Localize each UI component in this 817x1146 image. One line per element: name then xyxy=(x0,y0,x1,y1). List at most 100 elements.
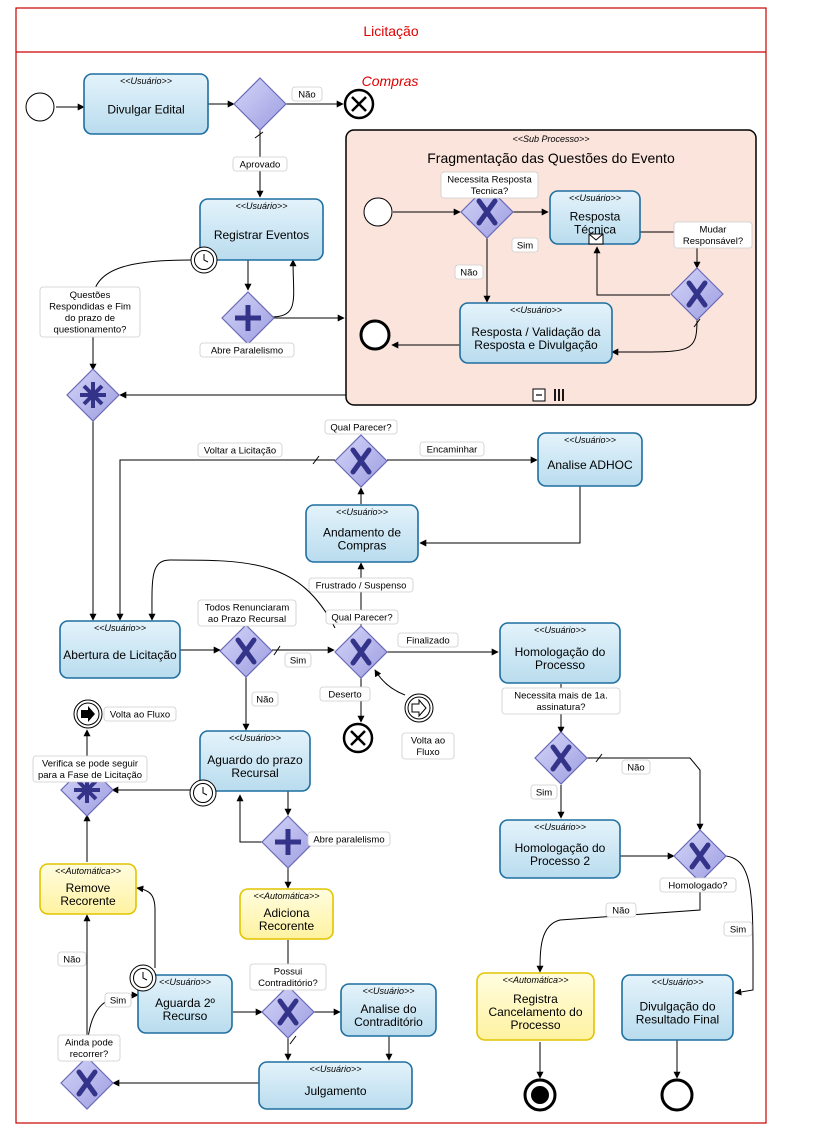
gateway-exclusive-parecer-top[interactable] xyxy=(334,434,388,488)
end-event-cancel-mid[interactable] xyxy=(342,722,374,754)
task-registrar-eventos[interactable]: <<Usuário>>Registrar Eventos xyxy=(199,198,324,261)
start-event-main[interactable] xyxy=(25,92,55,122)
link-event-volta-fluxo-mid[interactable] xyxy=(404,693,434,723)
end-event-terminate[interactable] xyxy=(523,1078,557,1112)
task-label: Aguarda 2º xyxy=(155,996,215,1010)
task-stereotype: <<Usuário>> xyxy=(534,822,586,832)
gateway-exclusive-edital[interactable] xyxy=(233,77,287,131)
flow-label-text: do prazo de xyxy=(65,313,115,324)
task-label: Processo xyxy=(535,658,585,672)
flow-label-text: Contraditório? xyxy=(258,978,318,989)
flow-label-text: Aprovado xyxy=(240,159,281,170)
task-stereotype: <<Usuário>> xyxy=(235,201,287,211)
flow-label-text: Possui xyxy=(274,967,303,978)
task-label: Adiciona xyxy=(263,906,309,920)
flow-label-text: Deserto xyxy=(328,689,361,700)
pool-title: Licitação xyxy=(363,23,418,39)
start-event-subprocess[interactable] xyxy=(363,197,393,227)
gateway-exclusive-homologado[interactable] xyxy=(673,829,727,883)
flow-label-nao-mid: Não xyxy=(251,691,279,707)
end-event-subprocess[interactable] xyxy=(359,319,391,351)
flow-label-text: para a Fase de Licitação xyxy=(38,770,142,781)
flow-label-text: Sim xyxy=(536,787,552,798)
task-stereotype: <<Usuário>> xyxy=(159,977,211,987)
flow-label-text: Volta ao Fluxo xyxy=(110,709,170,720)
gateway-exclusive-recorrer[interactable] xyxy=(60,1056,114,1110)
task-label: Recurso xyxy=(163,1009,208,1023)
gateway-exclusive-renunciaram[interactable] xyxy=(219,624,273,678)
task-stereotype: <<Usuário>> xyxy=(510,305,562,315)
flow-label-sim-right: Sim xyxy=(530,784,558,800)
flow-label-text: questionamento? xyxy=(54,325,127,336)
flow-label-text: recorrer? xyxy=(70,1049,109,1060)
task-analise-adhoc[interactable]: <<Usuário>>Analise ADHOC xyxy=(537,432,643,487)
gateway-exclusive-necessita[interactable] xyxy=(460,185,514,239)
timer-boundary-aguarda2[interactable] xyxy=(129,964,157,992)
flow-label-qual-parecer-mid: Qual Parecer? xyxy=(325,609,399,625)
gateway-exclusive-assinatura[interactable] xyxy=(534,731,588,785)
task-stereotype: <<Usuário>> xyxy=(120,76,172,86)
task-label: Processo 2 xyxy=(530,854,590,868)
flow-label-nao: Não xyxy=(454,264,484,280)
task-label: Homologação do xyxy=(515,645,606,659)
task-label: Recorente xyxy=(259,919,315,933)
task-divulgar-edital[interactable]: <<Usuário>>Divulgar Edital xyxy=(83,73,209,135)
flow-label-aprovado: Aprovado xyxy=(232,156,288,172)
end-event-final[interactable] xyxy=(660,1078,694,1112)
flow-label-deserto: Deserto xyxy=(319,686,371,702)
flow-label-text: Não xyxy=(627,762,644,773)
task-label: Resposta / Validação da xyxy=(471,325,601,339)
flow-label-text: Verifica se pode seguir xyxy=(42,759,138,770)
gateway-exclusive-contraditorio[interactable] xyxy=(261,985,315,1039)
task-stereotype: <<Usuário>> xyxy=(336,507,388,517)
flow-label-qual-parecer-top: Qual Parecer? xyxy=(324,419,398,435)
timer-boundary-aguardo[interactable] xyxy=(189,779,217,807)
timer-boundary-registrar[interactable] xyxy=(190,246,218,274)
flow-label-text: Ainda pode xyxy=(65,1038,113,1049)
task-stereotype: <<Usuário>> xyxy=(94,623,146,633)
task-label: Cancelamento do xyxy=(488,1005,582,1019)
subprocess-fragmentacao[interactable]: <<Sub Processo>> Fragmentação das Questõ… xyxy=(345,129,757,406)
gateway-parallel-aguardo[interactable] xyxy=(261,815,315,869)
flow-label-text: Sim xyxy=(290,655,306,666)
flow-label-text: Necessita Resposta xyxy=(447,175,532,186)
task-stereotype: <<Usuário>> xyxy=(229,733,281,743)
flow-label-text: Voltar a Licitação xyxy=(204,445,276,456)
lane-label: Compras xyxy=(362,73,419,89)
task-label: Registra xyxy=(513,992,558,1006)
gateway-exclusive-mudar[interactable] xyxy=(670,267,724,321)
task-stereotype: <<Usuário>> xyxy=(651,977,703,987)
task-resposta-validacao[interactable]: <<Usuário>>Resposta / Validação daRespos… xyxy=(459,302,613,364)
flow-label-text: Todos Renunciaram xyxy=(205,603,290,614)
task-abertura-licitacao[interactable]: <<Usuário>>Abertura de Licitação xyxy=(59,620,181,679)
flow-label-text: Não xyxy=(63,954,80,965)
flow-label-homologado: Homologado? xyxy=(659,877,737,893)
gateway-exclusive-parecer-mid[interactable] xyxy=(334,625,388,679)
gateway-parallel-registrar[interactable] xyxy=(221,291,275,345)
end-event-cancel-top[interactable] xyxy=(343,88,375,120)
link-event-volta-fluxo-left[interactable] xyxy=(73,699,103,729)
task-julgamento[interactable]: <<Usuário>>Julgamento xyxy=(258,1061,413,1110)
gateway-complex-join[interactable] xyxy=(66,368,120,422)
flow-label-text: Responsável? xyxy=(683,236,743,247)
task-label: Recursal xyxy=(231,766,278,780)
task-label: Aguardo do prazo xyxy=(207,753,303,767)
flow-label-text: assinatura? xyxy=(536,702,585,713)
task-label: Contraditório xyxy=(354,1015,423,1029)
flow-label-nao-homologado: Não xyxy=(605,902,637,918)
task-stereotype: <<Automática>> xyxy=(253,891,319,901)
flow-label-text: Abre Paralelismo xyxy=(211,345,283,356)
